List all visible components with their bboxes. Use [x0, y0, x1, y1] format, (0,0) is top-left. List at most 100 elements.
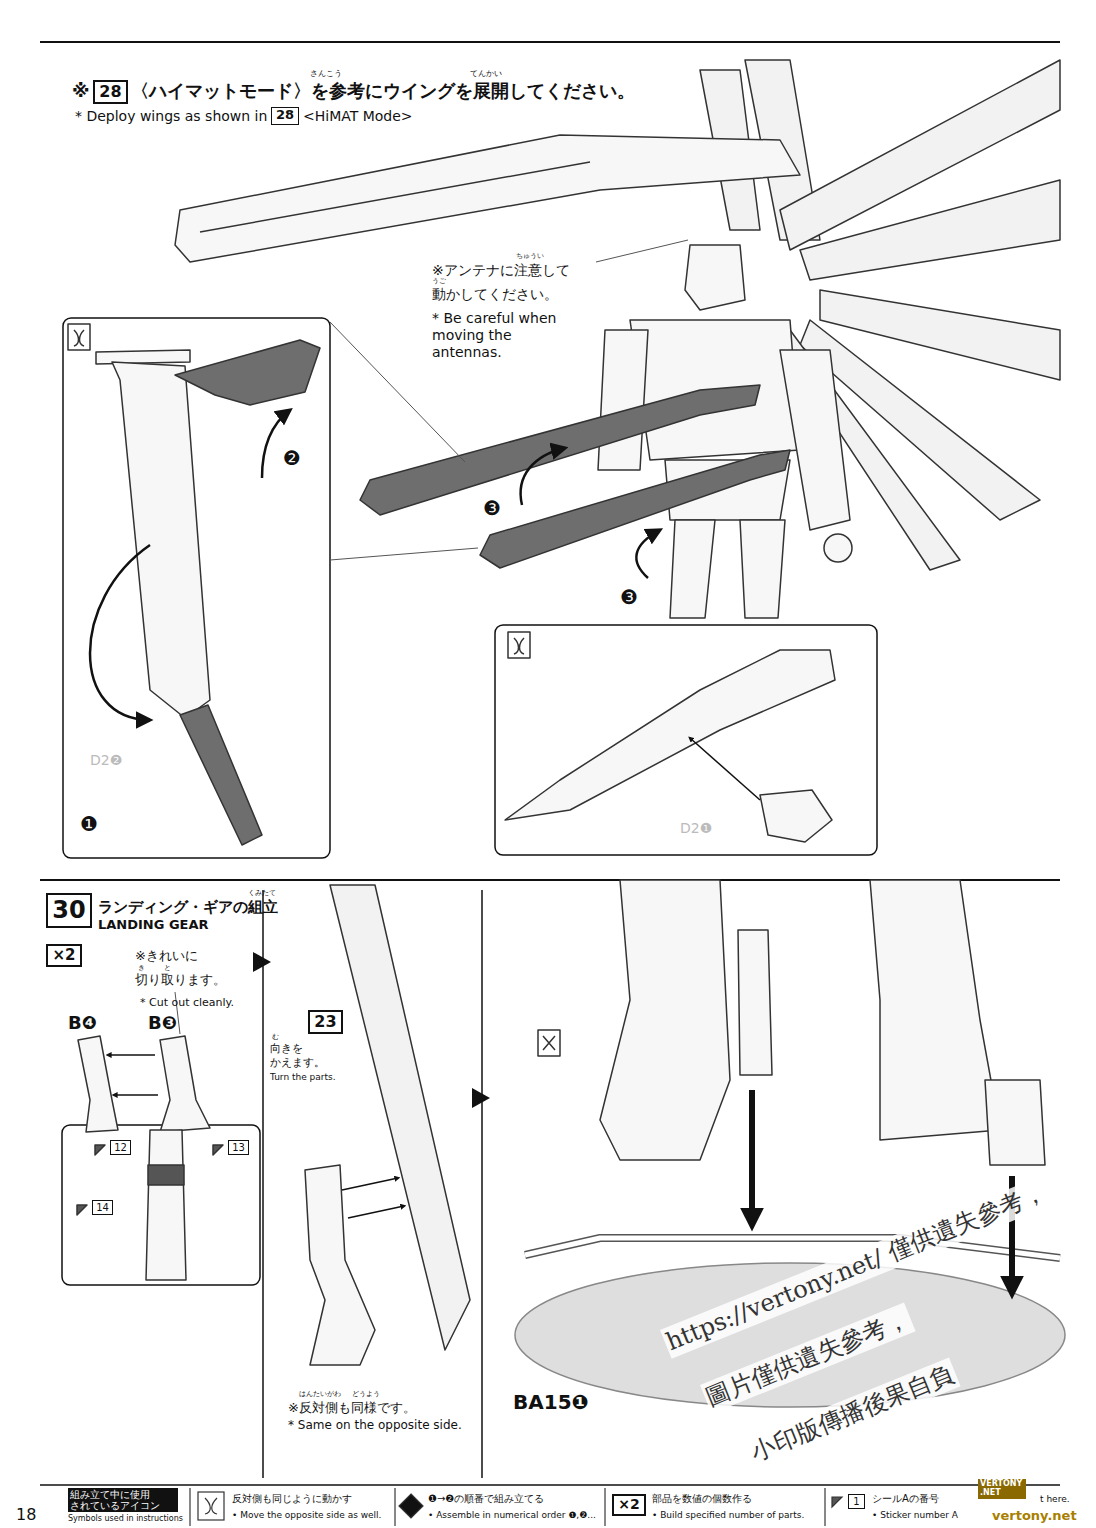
step-number: ❷ [283, 446, 301, 470]
box-text: ×2 [618, 1497, 639, 1512]
step-ref-box: 28 [93, 80, 128, 104]
leader-line [596, 240, 688, 262]
furigana: む [272, 1033, 279, 1041]
stand-arm [525, 1238, 1060, 1258]
cut-note: * Cut out cleanly. [140, 996, 234, 1009]
tool-icon [538, 1030, 560, 1056]
symbol-text: ❶→❷の順番で組み立てる [428, 1493, 544, 1505]
step-ref-box: 23 [308, 1010, 343, 1034]
head [685, 245, 745, 310]
furigana: さんこう [310, 69, 342, 79]
detail-inset [495, 625, 877, 855]
tool-icon-mark [205, 1498, 217, 1514]
symbol-bar-divider [825, 1488, 826, 1526]
symbol-text: • Build specified number of parts. [652, 1510, 804, 1521]
step-number-box: 30 [46, 893, 92, 928]
rail-cannon [175, 135, 800, 262]
symbol-bar-divider [605, 1488, 606, 1526]
barrel [96, 350, 190, 364]
part-number: B❸ [148, 1012, 177, 1034]
tool-icon [198, 1492, 224, 1520]
caution-note: * Be careful when moving the antennas. [432, 310, 582, 360]
step-number: ❶ [80, 812, 98, 836]
hand [824, 534, 852, 562]
panel-divider [262, 890, 264, 1478]
step-ref-box: 28 [271, 107, 299, 125]
sticker-inset [62, 1125, 260, 1285]
note-text: 〈ハイマットモード〉を参考にウイングを展開してください。 [131, 80, 635, 102]
gear-part [146, 1130, 186, 1280]
arm [780, 350, 850, 530]
furigana: どうよう [352, 1390, 380, 1398]
hand [760, 790, 832, 842]
box-text: 13 [232, 1142, 245, 1153]
tool-icon-mark [514, 638, 524, 654]
cut-note: ※きれいに 切り取ります。 [135, 944, 235, 992]
furigana: はんたいがわ [299, 1390, 341, 1398]
step-number: ❸ [620, 585, 638, 609]
flow-triangle [472, 1088, 490, 1108]
leg [740, 520, 785, 618]
furigana: くみたて [248, 889, 276, 897]
step-number: ❸ [483, 496, 501, 520]
symbol-text: • Sticker number A [872, 1510, 958, 1521]
part-number: B❹ [68, 1012, 97, 1034]
note-text: <HiMAT Mode> [303, 108, 413, 125]
note-text: * Deploy wings as shown in [75, 108, 267, 125]
step-title: LANDING GEAR [98, 917, 209, 933]
tool-icon [68, 324, 90, 350]
leg [600, 880, 730, 1160]
flow-triangle [253, 952, 271, 972]
fit-arrow [348, 1206, 404, 1218]
show-through-text: D2❶ [680, 820, 712, 837]
motion-arrow [521, 448, 565, 505]
rifle-dark [480, 450, 790, 568]
landing-gear-parts [77, 885, 470, 1365]
box-text: ×2 [52, 947, 75, 964]
leader-line [330, 322, 465, 462]
furigana: ちゅうい [516, 252, 544, 260]
frame-line [40, 41, 1060, 43]
sticker-number: 13 [228, 1140, 249, 1155]
panel-divider [481, 890, 483, 1478]
turn-note: 向きを かえます。 [270, 1042, 332, 1071]
mobile-suit [175, 60, 1060, 618]
furigana: てんかい [470, 69, 502, 79]
symbol-bar-divider [395, 1488, 396, 1526]
box-text: 28 [99, 83, 121, 101]
order-icon [399, 1494, 423, 1518]
same-side-note: ※反対側も同様です。 [288, 1400, 416, 1416]
stand-assembly [515, 880, 1065, 1407]
sticker-number: 14 [92, 1200, 113, 1215]
tool-icon-mark [74, 330, 84, 346]
symbol-text: 反対側も同じように動かす [232, 1493, 352, 1505]
box-text: 14 [96, 1202, 109, 1213]
symbol-heading: 組み立て中に使用 されているアイコン [68, 1488, 178, 1512]
symbol-icons [198, 1492, 842, 1520]
tool-icon [508, 632, 530, 658]
sticker-icon [77, 1205, 87, 1215]
symbol-text: シールAの番号 [872, 1493, 939, 1505]
sticker-icon [832, 1497, 842, 1507]
landing-gear [738, 930, 772, 1075]
symbol-text: t here. [1040, 1494, 1070, 1505]
symbol-text: • Move the opposite side as well. [232, 1510, 381, 1521]
rifle-dark [175, 340, 320, 405]
detail-left [68, 240, 688, 845]
quantity-box: ×2 [46, 944, 82, 967]
detail-right [505, 632, 835, 842]
fit-arrow [342, 1178, 398, 1190]
stand-arm [525, 1238, 1060, 1258]
gear-part [78, 1036, 118, 1132]
leg [670, 520, 715, 618]
quantity-box: ×2 [612, 1494, 646, 1516]
gear-part [305, 1165, 375, 1365]
symbol-bar-line [40, 1484, 1060, 1486]
box-text: 1 [853, 1496, 859, 1507]
symbol-text: 部品を数値の個数作る [652, 1493, 752, 1505]
fit-arrow [749, 1090, 755, 1222]
box-text: 23 [314, 1013, 336, 1031]
symbol-text: • Assemble in numerical order ❶,❷... [428, 1510, 596, 1521]
